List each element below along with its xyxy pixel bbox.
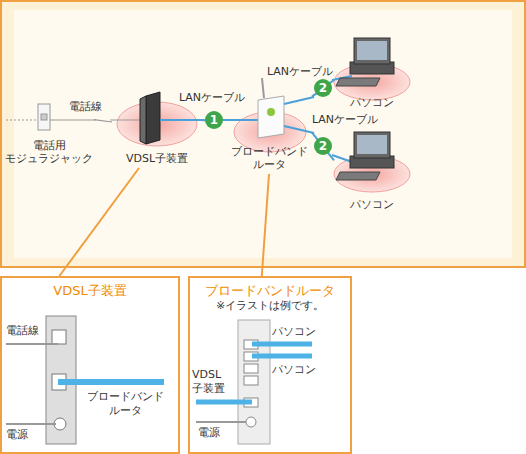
part-label: ブロードバンド ルータ — [80, 390, 170, 418]
panel-note: ※イラストは例です。 — [216, 299, 324, 313]
connector — [262, 174, 269, 276]
part-label: パソコン — [272, 325, 342, 339]
router-front-view — [238, 320, 270, 444]
part-label: 電源 — [198, 426, 238, 440]
router-device — [258, 96, 284, 138]
lan-cable — [196, 400, 252, 405]
panel-title: VDSL子装置 — [53, 283, 126, 299]
pc-icon — [336, 38, 394, 86]
node-label: VDSL子装置 — [126, 152, 188, 166]
edge-label: LANケーブル — [177, 91, 247, 104]
vdsl-device — [146, 92, 160, 144]
node-label: 電話用 モジュラジャック — [5, 139, 93, 167]
node-label: パソコン — [350, 96, 394, 110]
part-label: VDSL 子装置 — [192, 368, 236, 396]
connector — [94, 120, 112, 122]
part-label: 電源 — [6, 428, 46, 442]
connector — [59, 168, 139, 276]
top-panel — [1, 1, 525, 267]
pc-node: パソコン — [334, 34, 410, 112]
pc-node: パソコン — [334, 126, 410, 214]
edge-label: 電話線 — [67, 100, 104, 113]
node-label: パソコン — [350, 198, 394, 212]
phone-line — [6, 120, 38, 121]
detail-panel: VDSL子装置 — [0, 276, 180, 454]
pc-icon — [336, 132, 394, 180]
device-node: VDSL子装置 — [112, 76, 202, 168]
edge-label: LANケーブル — [265, 65, 335, 78]
lan-cable — [252, 342, 312, 347]
node-label: ブロードバンド ルータ — [229, 145, 309, 173]
lan-cable — [58, 379, 164, 385]
connector — [312, 133, 334, 161]
lan-cable — [252, 354, 312, 359]
top-panel-ground — [14, 10, 512, 258]
edge-label: LANケーブル — [310, 113, 380, 126]
modular-jack — [38, 104, 50, 130]
panel-title: ブロードバンドルータ — [205, 283, 335, 299]
router-antenna — [262, 78, 264, 98]
callout-number: 2 — [314, 79, 332, 97]
part-label: パソコン — [272, 363, 342, 377]
callout-number: 1 — [205, 111, 223, 129]
callout-number: 2 — [314, 137, 332, 155]
part-label: 電話線 — [6, 324, 46, 338]
